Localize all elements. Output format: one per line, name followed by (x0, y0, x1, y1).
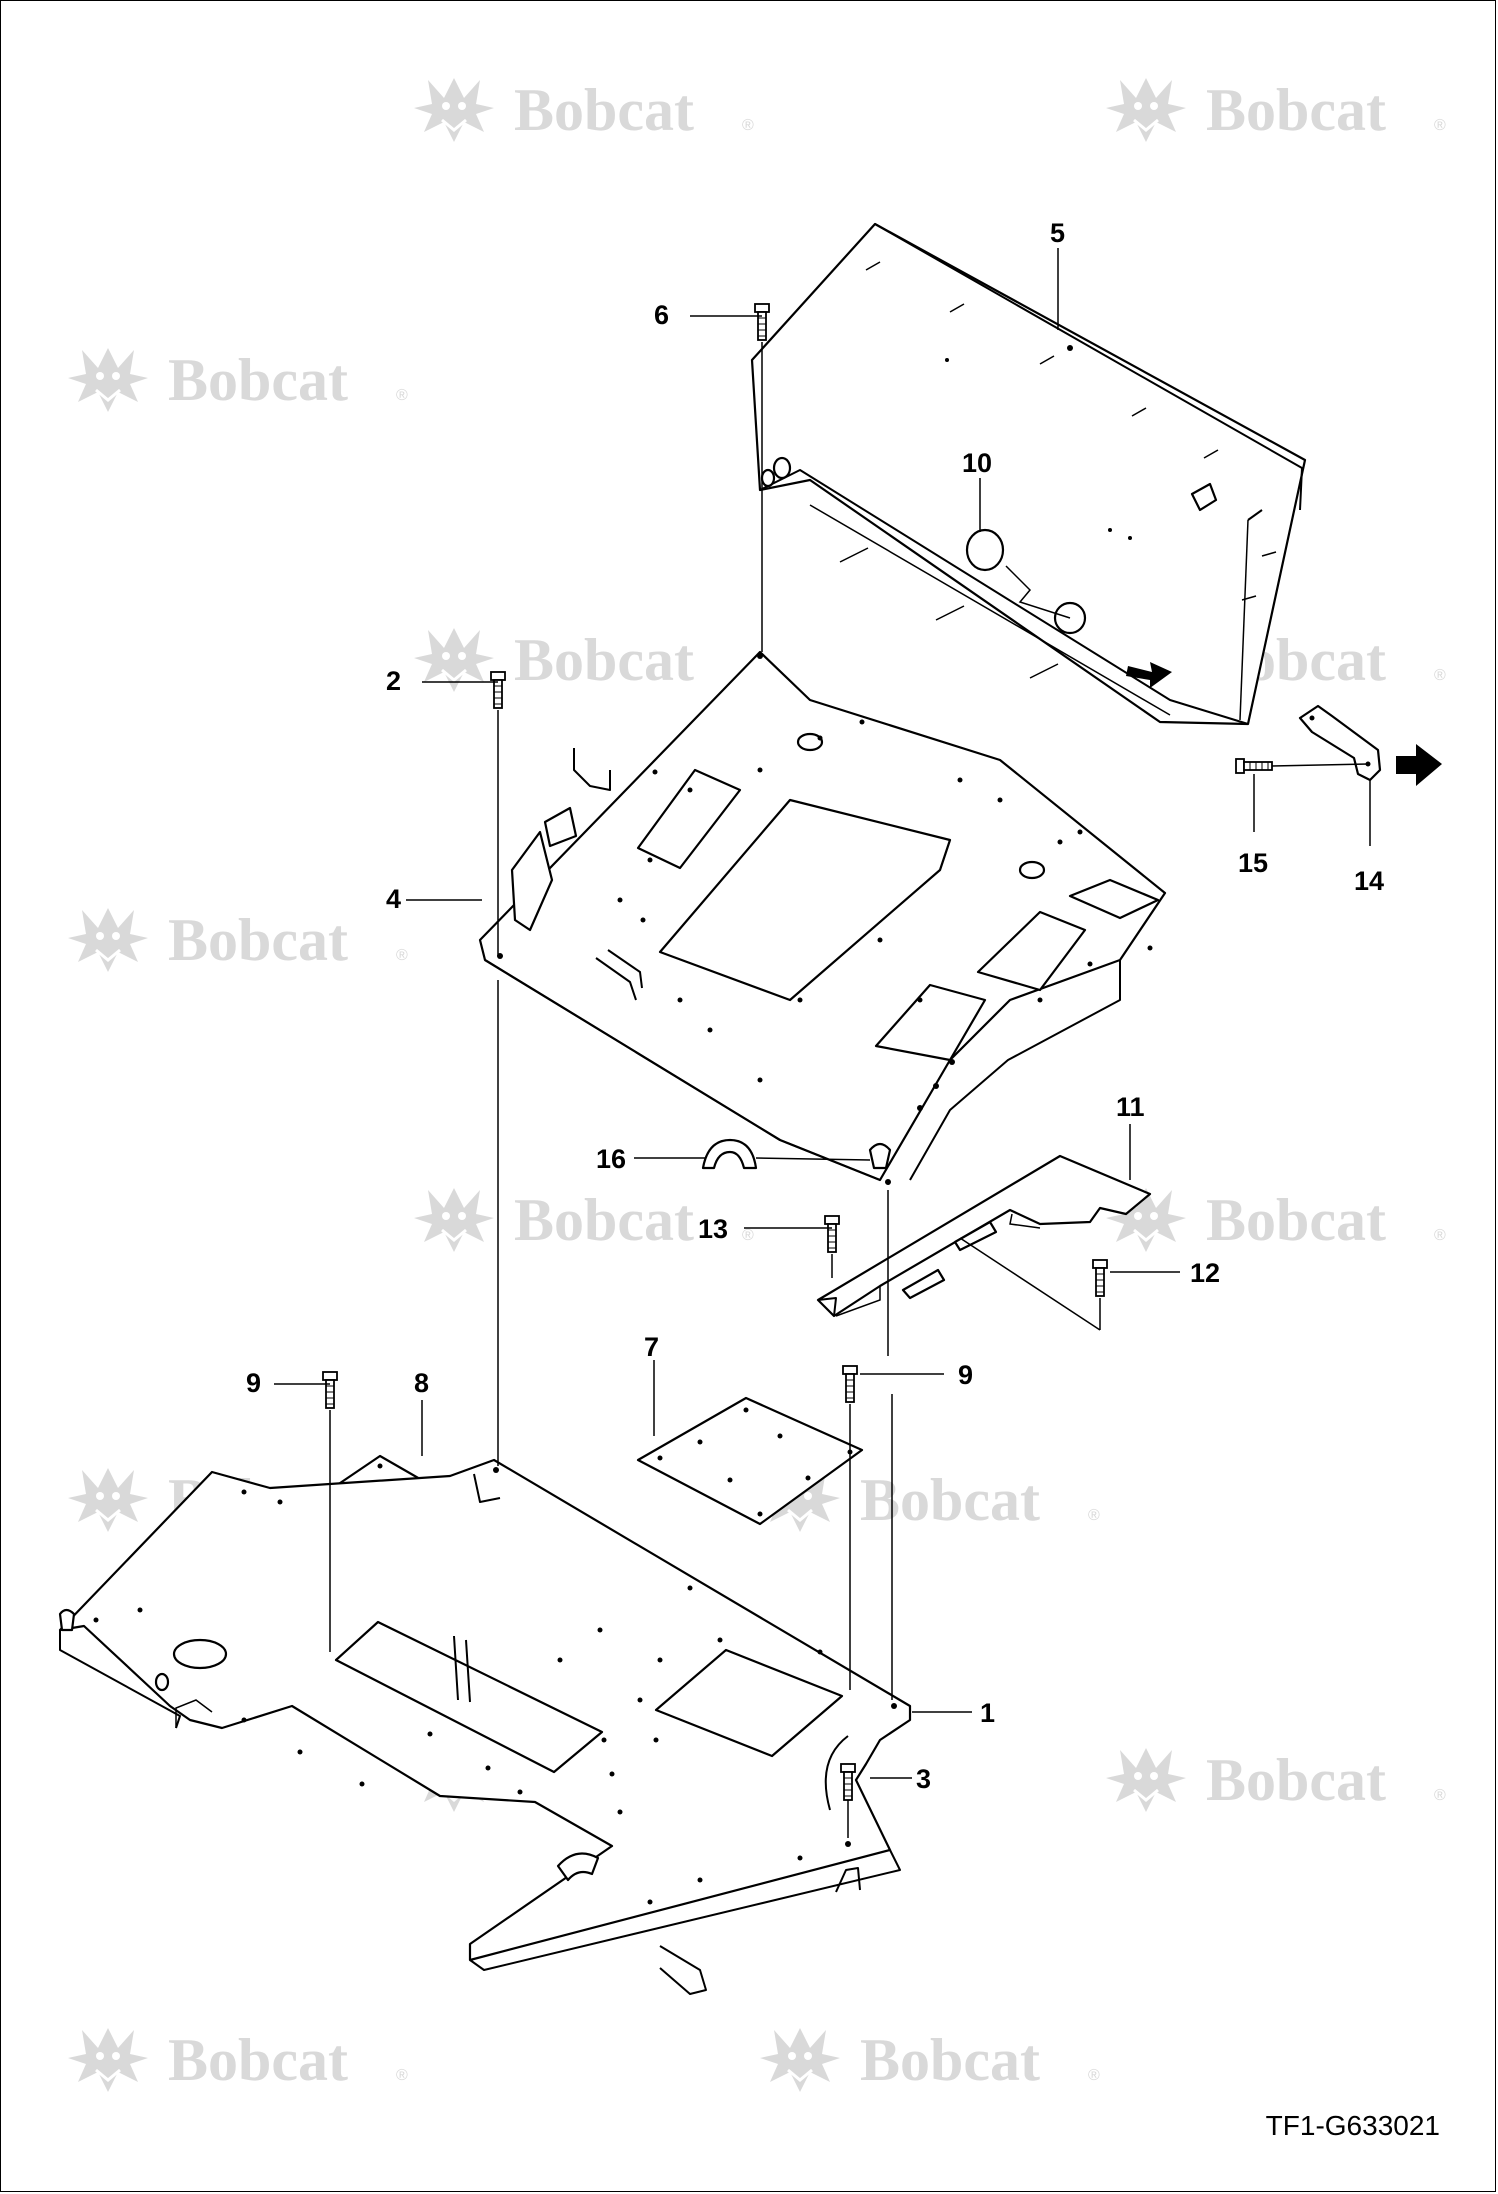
watermark-brand: Bobcat (1206, 1187, 1386, 1253)
watermark-13: Bobcat ® (1104, 1746, 1446, 1814)
callout-12: 12 (1190, 1258, 1220, 1288)
callout-8: 8 (414, 1368, 429, 1398)
callout-4: 4 (386, 884, 401, 914)
watermark-registered-mark: ® (1434, 667, 1446, 684)
black-arrow-icon (1396, 744, 1442, 786)
watermark-brand: Bobcat (514, 77, 694, 143)
watermark-8: Bobcat ® (412, 1186, 754, 1254)
watermark-brand: Bobcat (514, 1187, 694, 1253)
watermark-registered-mark: ® (1434, 117, 1446, 134)
callout-13: 13 (698, 1214, 728, 1244)
part-7-access-plate (636, 1396, 864, 1526)
watermark-brand: Bobcat (168, 2027, 348, 2093)
bobcat-head-logo-icon (66, 906, 150, 974)
callout-7: 7 (644, 1332, 659, 1362)
watermark-brand: Bobcat (514, 627, 694, 693)
callout-9-left: 9 (246, 1368, 261, 1398)
bolt-2 (490, 671, 506, 709)
watermark-4: Bobcat® (412, 626, 754, 694)
watermark-14: Bobcat ® (66, 2026, 408, 2094)
part-11-bracket (816, 1154, 1152, 1318)
callout-15: 15 (1238, 848, 1268, 878)
watermark-brand: Bobcat (860, 1467, 1040, 1533)
callout-9-right: 9 (958, 1360, 973, 1390)
watermark-1: Bobcat ® (1104, 76, 1446, 144)
bobcat-head-logo-icon (66, 1466, 150, 1534)
watermark-registered-mark: ® (396, 947, 408, 964)
bobcat-head-logo-icon (758, 2026, 842, 2094)
callout-11: 11 (1116, 1092, 1145, 1122)
watermark-registered-mark: ® (1434, 1227, 1446, 1244)
bolt-13 (824, 1215, 840, 1253)
callout-3: 3 (916, 1764, 931, 1794)
callout-leaders (274, 248, 1371, 1779)
callout-1: 1 (980, 1698, 995, 1728)
watermark-9: Bobcat ® (1104, 1186, 1446, 1254)
bobcat-head-logo-icon (1104, 76, 1188, 144)
watermark-registered-mark: ® (742, 1227, 754, 1244)
bolt-9-left (322, 1371, 338, 1409)
part-4-floor-plate (478, 650, 1167, 1185)
watermark-brand: Bobcat (1206, 77, 1386, 143)
bobcat-head-logo-icon (412, 76, 496, 144)
watermark-registered-mark: ® (742, 117, 754, 134)
watermark-registered-mark: ® (396, 2067, 408, 2084)
part-1-base-frame (58, 1458, 912, 1995)
watermark-11: Bobcat ® (758, 1466, 1100, 1534)
watermark-brand: Bobcat (168, 907, 348, 973)
watermark-registered-mark: ® (1434, 1787, 1446, 1804)
drawing-number: TF1-G633021 (1265, 2110, 1440, 2141)
part-16-clamp (701, 1138, 758, 1170)
watermark-registered-mark: ® (1088, 1507, 1100, 1524)
bobcat-head-logo-icon (1104, 1746, 1188, 1814)
assembly-lines (329, 342, 1369, 1838)
callout-6: 6 (654, 300, 669, 330)
callout-14: 14 (1354, 866, 1384, 896)
watermark-6: Bobcat ® (66, 906, 408, 974)
watermark-15: Bobcat ® (758, 2026, 1100, 2094)
callout-10: 10 (962, 448, 992, 478)
bolt-6 (754, 303, 770, 341)
bobcat-head-logo-icon (66, 2026, 150, 2094)
bobcat-head-logo-icon (412, 1186, 496, 1254)
bobcat-head-logo-icon (66, 346, 150, 414)
bolt-15 (1235, 758, 1273, 774)
bolt-9-right (842, 1365, 858, 1403)
callout-5: 5 (1050, 218, 1065, 248)
callout-2: 2 (386, 666, 401, 696)
callout-numbers: 5 6 10 2 4 11 16 13 12 7 9 8 9 1 3 15 14 (246, 218, 1384, 1794)
bolt-12 (1092, 1259, 1108, 1297)
watermark-0: Bobcat ® (412, 76, 754, 144)
part-14-small-bracket (1298, 704, 1442, 786)
watermark-brand: Bobcat (1206, 1747, 1386, 1813)
part-5-rear-panel (750, 222, 1307, 726)
watermark-registered-mark: ® (396, 387, 408, 404)
watermark-brand: Bobcat (168, 347, 348, 413)
watermark-2: Bobcat ® (66, 346, 408, 414)
callout-16: 16 (596, 1144, 626, 1174)
watermark-brand: Bobcat (860, 2027, 1040, 2093)
watermark-registered-mark: ® (1088, 2067, 1100, 2084)
